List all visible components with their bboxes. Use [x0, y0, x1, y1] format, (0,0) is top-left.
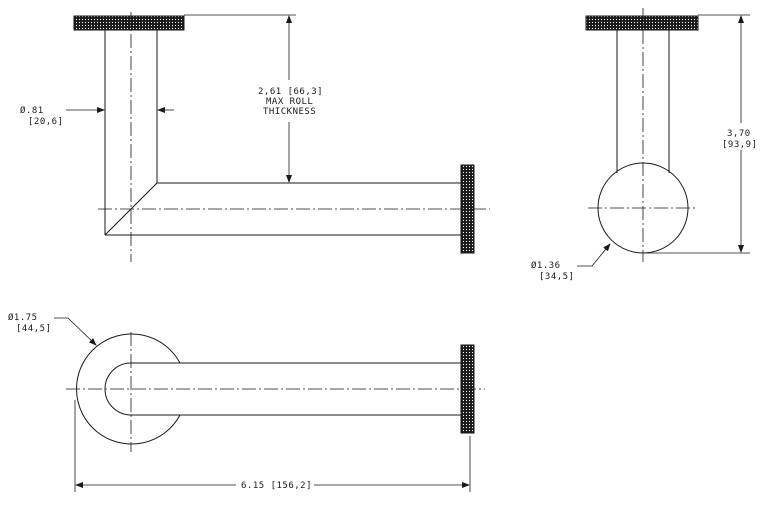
max-roll-line2: MAX ROLL	[266, 97, 313, 107]
tube-diameter-dimension: Ø.81 [20,6]	[20, 105, 174, 127]
flange-diameter-label: Ø1.75	[8, 312, 38, 323]
tube-diameter-label: Ø.81	[20, 105, 44, 116]
side-top-knurled-cap	[585, 15, 699, 31]
end-diameter-label: Ø1.36	[531, 260, 561, 271]
height-dimension: 3,70 [93,9]	[646, 14, 758, 254]
side-vertical-post	[616, 30, 670, 173]
max-roll-value: 2,61 [66,3]	[258, 87, 323, 97]
height-value: 3,70	[727, 129, 751, 139]
flange-diameter-dimension: Ø1.75 [44,5]	[8, 312, 97, 346]
end-diameter-dimension: Ø1.36 [34,5]	[531, 243, 611, 282]
front-top-knurled-cap	[73, 15, 185, 31]
flange-diameter-metric: [44,5]	[16, 324, 52, 334]
overall-length-label: 6.15 [156,2]	[241, 481, 312, 491]
max-roll-dimension: 2,61 [66,3] MAX ROLL THICKNESS	[184, 14, 323, 183]
side-view: 3,70 [93,9] Ø1.36 [34,5]	[531, 8, 758, 282]
tube-diameter-metric: [20,6]	[28, 117, 64, 127]
max-roll-line3: THICKNESS	[263, 107, 316, 117]
top-view: Ø1.75 [44,5] 6.15 [156,2]	[8, 312, 485, 492]
front-view: Ø.81 [20,6] 2,61 [66,3] MAX ROLL THICKNE…	[20, 12, 490, 262]
overall-length-dimension: 6.15 [156,2]	[74, 400, 471, 492]
front-vertical-post	[104, 30, 158, 235]
end-diameter-metric: [34,5]	[539, 272, 575, 282]
height-metric: [93,9]	[722, 140, 758, 150]
